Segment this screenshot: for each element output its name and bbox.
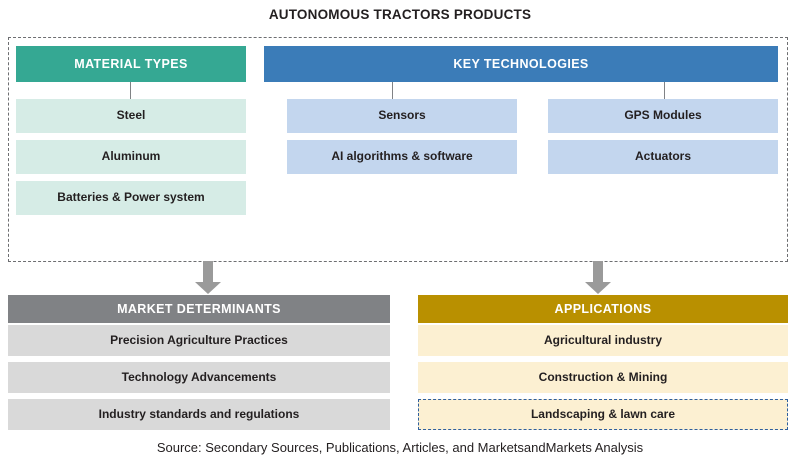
determinant-item-precision-agriculture-practices[interactable]: Precision Agriculture Practices xyxy=(8,325,390,356)
application-item-construction-mining[interactable]: Construction & Mining xyxy=(418,362,788,393)
technology-item-sensors[interactable]: Sensors xyxy=(287,99,517,133)
material-item-aluminum[interactable]: Aluminum xyxy=(16,140,246,174)
technology-item-ai-algorithms-software[interactable]: AI algorithms & software xyxy=(287,140,517,174)
market-determinants-header: MARKET DETERMINANTS xyxy=(8,295,390,323)
page-title: AUTONOMOUS TRACTORS PRODUCTS xyxy=(268,7,532,22)
material-types-header: MATERIAL TYPES xyxy=(16,46,246,82)
applications-header: APPLICATIONS xyxy=(418,295,788,323)
arrow-to-applications xyxy=(584,261,612,295)
technology-item-gps-modules[interactable]: GPS Modules xyxy=(548,99,778,133)
determinant-item-technology-advancements[interactable]: Technology Advancements xyxy=(8,362,390,393)
application-item-agricultural-industry[interactable]: Agricultural industry xyxy=(418,325,788,356)
material-item-steel[interactable]: Steel xyxy=(16,99,246,133)
arrow-to-market-determinants xyxy=(194,261,222,295)
material-types-connector xyxy=(130,82,132,99)
source-note: Source: Secondary Sources, Publications,… xyxy=(156,440,644,455)
determinant-item-industry-standards-and-regulations[interactable]: Industry standards and regulations xyxy=(8,399,390,430)
key-technologies-right-connector xyxy=(664,82,666,99)
technology-item-actuators[interactable]: Actuators xyxy=(548,140,778,174)
key-technologies-header: KEY TECHNOLOGIES xyxy=(264,46,778,82)
application-item-landscaping-lawn-care[interactable]: Landscaping & lawn care xyxy=(418,399,788,430)
key-technologies-left-connector xyxy=(392,82,394,99)
material-item-batteries-power-system[interactable]: Batteries & Power system xyxy=(16,181,246,215)
